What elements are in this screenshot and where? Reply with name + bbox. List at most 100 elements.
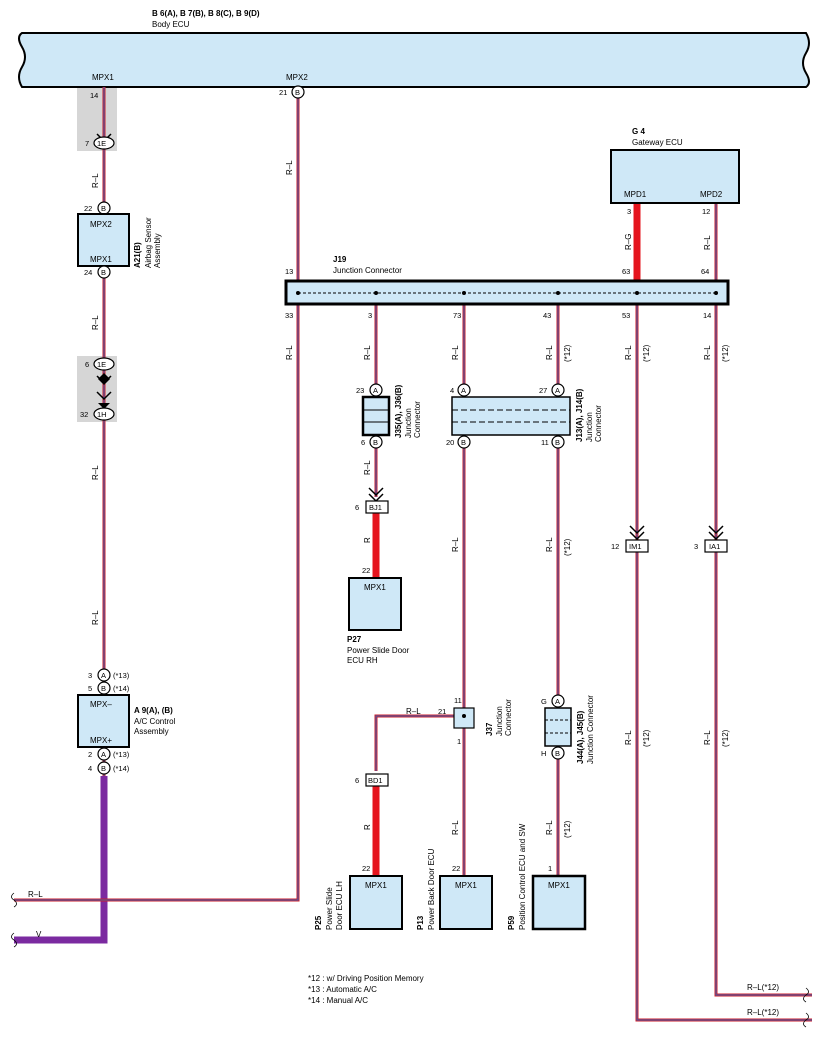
inline-1h-pin: 32 bbox=[80, 410, 88, 419]
inline-1e-mid-pin: 6 bbox=[85, 360, 89, 369]
j35-conn-top-label: A bbox=[373, 386, 378, 395]
ac-conn-2-label: B bbox=[101, 684, 106, 693]
j35-pin-bot: 6 bbox=[361, 438, 365, 447]
ac-conn-3 bbox=[97, 747, 111, 761]
j13-conn-tr-label: A bbox=[555, 386, 560, 395]
wire-label-rl-p59-1: R–L bbox=[545, 537, 554, 552]
j13-name2: Connector bbox=[594, 405, 603, 442]
ac-conn-3-label: A bbox=[101, 750, 106, 759]
ac-name1: A/C Control bbox=[134, 717, 176, 726]
wire-label-rl-4: R–L bbox=[91, 610, 100, 625]
j19-pin-14: 14 bbox=[703, 311, 711, 320]
j13-conn-br-label: B bbox=[555, 438, 560, 447]
j13-pin-bl: 20 bbox=[446, 438, 454, 447]
p27-code: P27 bbox=[347, 635, 362, 644]
p13-code: P13 bbox=[416, 915, 425, 930]
j35-conn-bot-label: B bbox=[373, 438, 378, 447]
p59-name: Position Control ECU and SW bbox=[518, 823, 527, 930]
airbag-sensor-box bbox=[77, 213, 130, 267]
wire-label-rl-left: R–L bbox=[28, 890, 43, 899]
wire-mpx2 bbox=[14, 87, 300, 902]
bj1-connector bbox=[365, 500, 389, 514]
wire-j19-53 bbox=[635, 304, 812, 1022]
airbag-term-mpx2: MPX2 bbox=[90, 220, 112, 229]
wire-label-rl-1: R–L bbox=[91, 173, 100, 188]
inline-1e-mid-label: 1E bbox=[97, 360, 106, 369]
ac-conn-4-label: B bbox=[101, 764, 106, 773]
ac-conn-1-label: A bbox=[101, 671, 106, 680]
j13-name1: Junction bbox=[585, 412, 594, 442]
airbag-conn-top-label: B bbox=[101, 204, 106, 213]
p27-name1: Power Slide Door bbox=[347, 646, 410, 655]
j35-code: J35(A), J36(B) bbox=[394, 384, 403, 438]
wire-label-rl-j13b: R–L bbox=[545, 345, 554, 360]
im1-label: IM1 bbox=[629, 542, 642, 551]
inline-1e-top-pin: 7 bbox=[85, 139, 89, 148]
p25-name1: Power Slide bbox=[325, 887, 334, 930]
wire-label-rl-j37: R–L bbox=[406, 707, 421, 716]
wire-v bbox=[14, 776, 108, 944]
j44-pin-bot: H bbox=[541, 749, 546, 758]
ac-note-2: (*14) bbox=[113, 684, 130, 693]
note-13: *13 : Automatic A/C bbox=[308, 985, 377, 994]
j19-pin-13: 13 bbox=[285, 267, 293, 276]
wire-note12-p59-1: (*12) bbox=[563, 538, 572, 556]
wire-label-rl-p59-2: R–L bbox=[545, 820, 554, 835]
gateway-code: G 4 bbox=[632, 127, 645, 136]
body-ecu-code: B 6(A), B 7(B), B 8(C), B 9(D) bbox=[152, 9, 260, 18]
gateway-ecu-box bbox=[610, 149, 740, 204]
inline-1e-mid bbox=[93, 357, 115, 371]
wire-j37-bd1 bbox=[374, 714, 454, 771]
wire-label-rl-j13a: R–L bbox=[451, 345, 460, 360]
ac-pin-1: 3 bbox=[88, 671, 92, 680]
airbag-term-mpx1: MPX1 bbox=[90, 255, 112, 264]
j44-conn-bot bbox=[551, 746, 565, 760]
inline-1h-label: 1H bbox=[97, 410, 107, 419]
wire-label-rl-mpx2-2: R–L bbox=[285, 345, 294, 360]
im1-connector bbox=[625, 539, 649, 553]
ia1-pin: 3 bbox=[694, 542, 698, 551]
wire-label-rl-mpd2: R–L bbox=[703, 235, 712, 250]
j35-name2: Connector bbox=[413, 401, 422, 438]
p25-code: P25 bbox=[314, 915, 323, 930]
airbag-conn-bot-label: B bbox=[101, 268, 106, 277]
wire-label-rl-p13-2: R–L bbox=[451, 820, 460, 835]
ac-conn-1 bbox=[97, 668, 111, 682]
p27-pin: 22 bbox=[362, 566, 370, 575]
airbag-conn-bot bbox=[97, 265, 111, 279]
j44-conn-top-label: A bbox=[555, 697, 560, 706]
bd1-connector bbox=[365, 773, 389, 787]
j13-conn-tr bbox=[551, 383, 565, 397]
j13-box bbox=[451, 396, 571, 436]
j37-pin-bot: 1 bbox=[457, 737, 461, 746]
j19-pin-43: 43 bbox=[543, 311, 551, 320]
wire-label-r-p27: R bbox=[363, 537, 372, 543]
wire-label-rg: R–G bbox=[624, 234, 633, 250]
ac-control-box bbox=[77, 694, 130, 748]
body-ecu-term-mpx2: MPX2 bbox=[286, 73, 308, 82]
ia1-label: IA1 bbox=[709, 542, 720, 551]
j19-pin-53: 53 bbox=[622, 311, 630, 320]
j13-conn-tl-label: A bbox=[461, 386, 466, 395]
j19-pin-64: 64 bbox=[701, 267, 709, 276]
p59-box bbox=[531, 874, 587, 931]
wire-label-rl-bj1: R–L bbox=[363, 460, 372, 475]
j13-pin-br: 11 bbox=[541, 438, 549, 447]
wire-label-rl-53: R–L bbox=[624, 345, 633, 360]
body-ecu-conn-b bbox=[291, 85, 305, 99]
wire-note12-p59-2: (*12) bbox=[563, 820, 572, 838]
ac-note-3: (*13) bbox=[113, 750, 130, 759]
p13-pin: 22 bbox=[452, 864, 460, 873]
wire-note12-j13b: (*12) bbox=[563, 344, 572, 362]
inline-1e-top bbox=[93, 136, 115, 150]
j19-pin-63: 63 bbox=[622, 267, 630, 276]
gateway-pin-mpd1: 3 bbox=[627, 207, 631, 216]
j35-pin-top: 23 bbox=[356, 386, 364, 395]
body-ecu-box bbox=[18, 32, 810, 88]
wire-label-rl-im1: R–L bbox=[624, 730, 633, 745]
p13-box bbox=[439, 875, 493, 930]
gateway-pin-mpd2: 12 bbox=[702, 207, 710, 216]
wire-label-rl-14: R–L bbox=[703, 345, 712, 360]
wire-note12-14: (*12) bbox=[721, 344, 730, 362]
wire-note12-ia1: (*12) bbox=[721, 729, 730, 747]
